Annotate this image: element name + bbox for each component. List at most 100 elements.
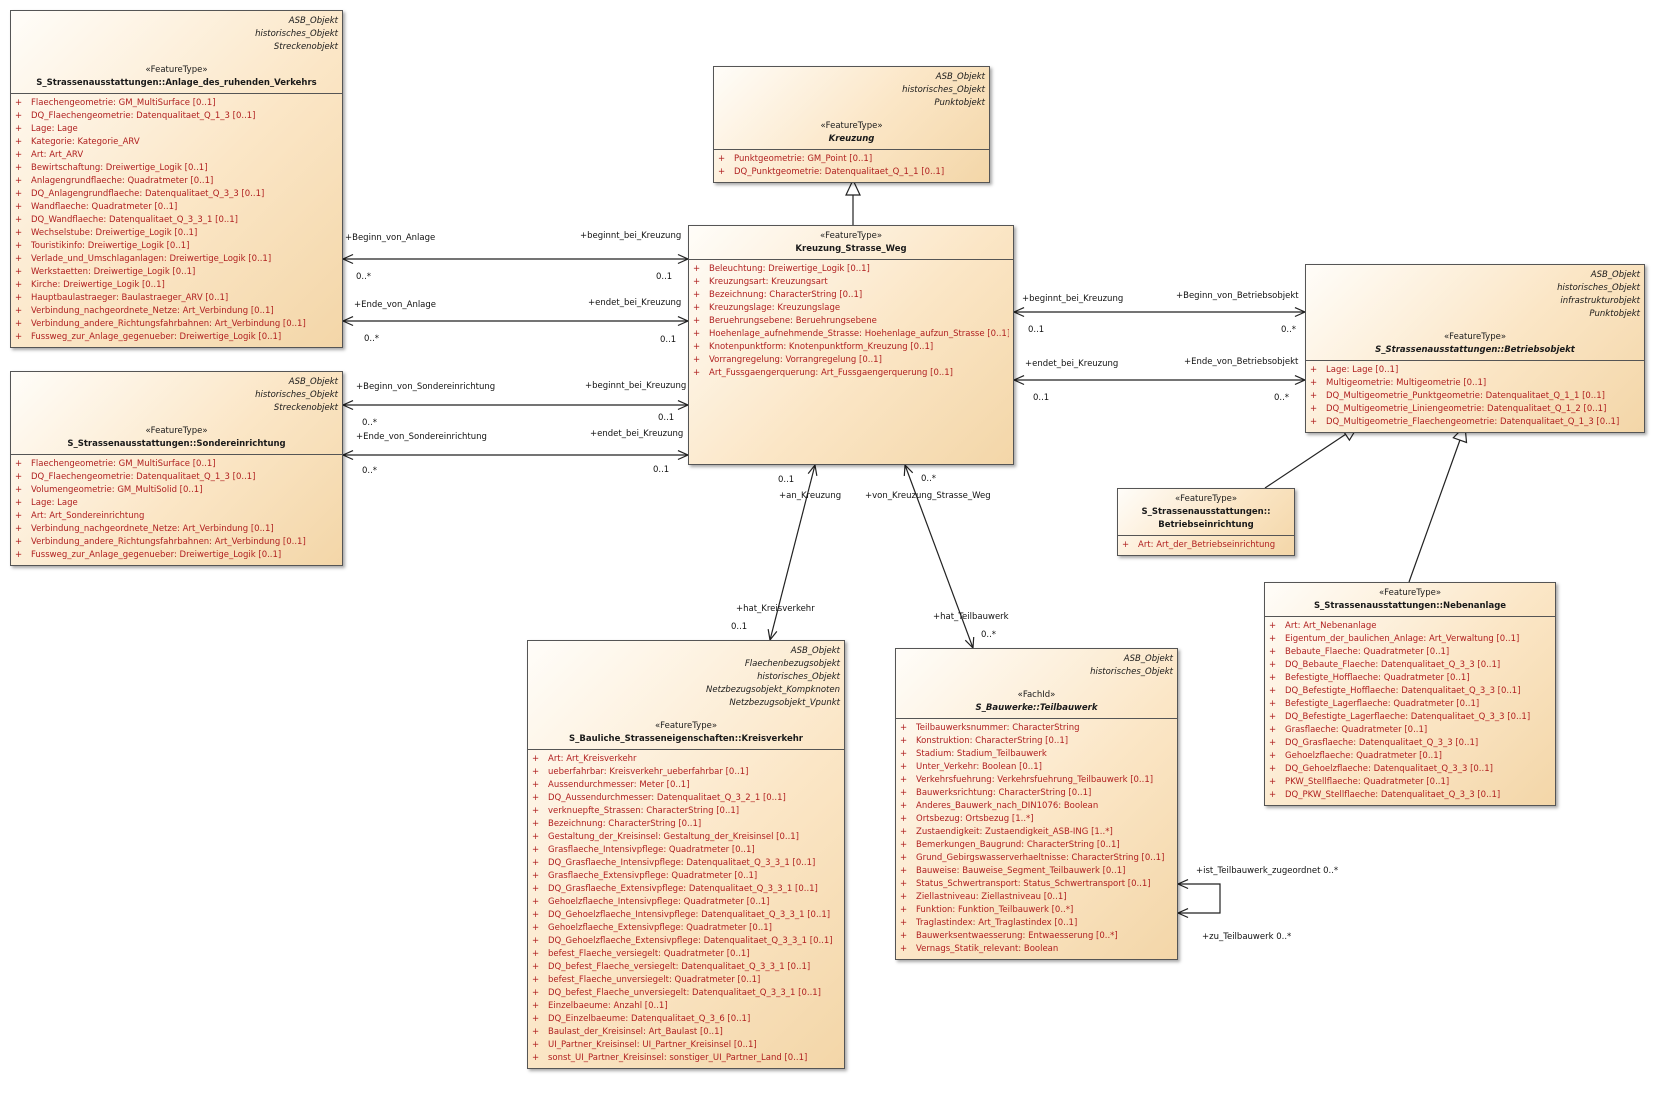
attribute-row[interactable]: +Bezeichnung: CharacterString [0..1] (532, 818, 840, 831)
attribute-row[interactable]: +DQ_Gehoelzflaeche_Intensivpflege: Daten… (532, 909, 840, 922)
attribute-row[interactable]: +DQ_Einzelbaeume: Datenqualitaet_Q_3_6 [… (532, 1013, 840, 1026)
attribute-row[interactable]: +DQ_Aussendurchmesser: Datenqualitaet_Q_… (532, 792, 840, 805)
attribute-row[interactable]: +Multigeometrie: Multigeometrie [0..1] (1310, 377, 1640, 390)
attribute-row[interactable]: +Stadium: Stadium_Teilbauwerk (900, 748, 1173, 761)
attribute-row[interactable]: +Teilbauwerksnummer: CharacterString (900, 722, 1173, 735)
attribute-row[interactable]: +DQ_befest_Flaeche_unversiegelt: Datenqu… (532, 987, 840, 1000)
attribute-row[interactable]: +Grund_Gebirgswasserverhaeltnisse: Chara… (900, 852, 1173, 865)
attribute-row[interactable]: +Fussweg_zur_Anlage_gegenueber: Dreiwert… (15, 331, 338, 344)
self-association-teilbauwerk[interactable] (1178, 883, 1221, 914)
attribute-row[interactable]: +Art: Art_der_Betriebseinrichtung (1122, 539, 1290, 552)
attribute-row[interactable]: +Verbindung_andere_Richtungsfahrbahnen: … (15, 536, 338, 549)
attribute-row[interactable]: +Flaechengeometrie: GM_MultiSurface [0..… (15, 97, 338, 110)
attribute-row[interactable]: +Flaechengeometrie: GM_MultiSurface [0..… (15, 458, 338, 471)
attribute-row[interactable]: +Knotenpunktform: Knotenpunktform_Kreuzu… (693, 341, 1009, 354)
attribute-row[interactable]: +Beruehrungsebene: Beruehrungsebene (693, 315, 1009, 328)
attribute-row[interactable]: +sonst_UI_Partner_Kreisinsel: sonstiger_… (532, 1052, 840, 1065)
attribute-row[interactable]: +Beleuchtung: Dreiwertige_Logik [0..1] (693, 263, 1009, 276)
attribute-row[interactable]: +Ortsbezug: Ortsbezug [1..*] (900, 813, 1173, 826)
attribute-row[interactable]: +Ziellastniveau: Ziellastniveau [0..1] (900, 891, 1173, 904)
attribute-row[interactable]: +Art_Fussgaengerquerung: Art_Fussgaenger… (693, 367, 1009, 380)
attribute-row[interactable]: +Grasflaeche_Intensivpflege: Quadratmete… (532, 844, 840, 857)
attribute-row[interactable]: +Art: Art_Nebenanlage (1269, 620, 1551, 633)
attribute-row[interactable]: +Gehoelzflaeche: Quadratmeter [0..1] (1269, 750, 1551, 763)
attribute-row[interactable]: +Gehoelzflaeche_Intensivpflege: Quadratm… (532, 896, 840, 909)
attribute-row[interactable]: +Art: Art_Sondereinrichtung (15, 510, 338, 523)
class-betriebseinrichtung[interactable]: «FeatureType»S_Strassenausstattungen::Be… (1117, 488, 1295, 556)
attribute-row[interactable]: +DQ_Wandflaeche: Datenqualitaet_Q_3_3_1 … (15, 214, 338, 227)
attribute-row[interactable]: +Bezeichnung: CharacterString [0..1] (693, 289, 1009, 302)
attribute-row[interactable]: +Eigentum_der_baulichen_Anlage: Art_Verw… (1269, 633, 1551, 646)
attribute-row[interactable]: +Status_Schwertransport: Status_Schwertr… (900, 878, 1173, 891)
attribute-row[interactable]: +Befestigte_Lagerflaeche: Quadratmeter [… (1269, 698, 1551, 711)
attribute-row[interactable]: +DQ_befest_Flaeche_versiegelt: Datenqual… (532, 961, 840, 974)
attribute-row[interactable]: +Gestaltung_der_Kreisinsel: Gestaltung_d… (532, 831, 840, 844)
attribute-row[interactable]: +Unter_Verkehr: Boolean [0..1] (900, 761, 1173, 774)
attribute-row[interactable]: +Verlade_und_Umschlaganlagen: Dreiwertig… (15, 253, 338, 266)
attribute-row[interactable]: +Funktion: Funktion_Teilbauwerk [0..*] (900, 904, 1173, 917)
attribute-row[interactable]: +DQ_Multigeometrie_Flaechengeometrie: Da… (1310, 416, 1640, 429)
attribute-row[interactable]: +UI_Partner_Kreisinsel: UI_Partner_Kreis… (532, 1039, 840, 1052)
attribute-row[interactable]: +DQ_Grasflaeche_Extensivpflege: Datenqua… (532, 883, 840, 896)
attribute-row[interactable]: +Vorrangregelung: Vorrangregelung [0..1] (693, 354, 1009, 367)
attribute-row[interactable]: +Kreuzungslage: Kreuzungslage (693, 302, 1009, 315)
attribute-row[interactable]: +Kategorie: Kategorie_ARV (15, 136, 338, 149)
attribute-row[interactable]: +Anderes_Bauwerk_nach_DIN1076: Boolean (900, 800, 1173, 813)
attribute-row[interactable]: +Bebaute_Flaeche: Quadratmeter [0..1] (1269, 646, 1551, 659)
attribute-row[interactable]: +DQ_Multigeometrie_Liniengeometrie: Date… (1310, 403, 1640, 416)
attribute-row[interactable]: +DQ_PKW_Stellflaeche: Datenqualitaet_Q_3… (1269, 789, 1551, 802)
attribute-row[interactable]: +Art: Art_ARV (15, 149, 338, 162)
attribute-row[interactable]: +Befestigte_Hofflaeche: Quadratmeter [0.… (1269, 672, 1551, 685)
attribute-row[interactable]: +Volumengeometrie: GM_MultiSolid [0..1] (15, 484, 338, 497)
attribute-row[interactable]: +DQ_Grasflaeche_Intensivpflege: Datenqua… (532, 857, 840, 870)
attribute-row[interactable]: +Bauweise: Bauweise_Segment_Teilbauwerk … (900, 865, 1173, 878)
association-teilbauwerk[interactable] (904, 464, 974, 649)
attribute-row[interactable]: +Aussendurchmesser: Meter [0..1] (532, 779, 840, 792)
attribute-row[interactable]: +Punktgeometrie: GM_Point [0..1] (718, 153, 985, 166)
attribute-row[interactable]: +DQ_Gehoelzflaeche: Datenqualitaet_Q_3_3… (1269, 763, 1551, 776)
attribute-row[interactable]: +Wandflaeche: Quadratmeter [0..1] (15, 201, 338, 214)
attribute-row[interactable]: +Bemerkungen_Baugrund: CharacterString [… (900, 839, 1173, 852)
attribute-row[interactable]: +Traglastindex: Art_Traglastindex [0..1] (900, 917, 1173, 930)
class-ksw[interactable]: «FeatureType»Kreuzung_Strasse_Weg+Beleuc… (688, 225, 1014, 465)
attribute-row[interactable]: +Art: Art_Kreisverkehr (532, 753, 840, 766)
attribute-row[interactable]: +Werkstaetten: Dreiwertige_Logik [0..1] (15, 266, 338, 279)
attribute-row[interactable]: +DQ_Befestigte_Hofflaeche: Datenqualitae… (1269, 685, 1551, 698)
attribute-row[interactable]: +DQ_Multigeometrie_Punktgeometrie: Daten… (1310, 390, 1640, 403)
attribute-row[interactable]: +Lage: Lage (15, 123, 338, 136)
attribute-row[interactable]: +Grasflaeche: Quadratmeter [0..1] (1269, 724, 1551, 737)
attribute-row[interactable]: +DQ_Befestigte_Lagerflaeche: Datenqualit… (1269, 711, 1551, 724)
attribute-row[interactable]: +ueberfahrbar: Kreisverkehr_ueberfahrbar… (532, 766, 840, 779)
association-kreisverkehr[interactable] (769, 464, 816, 641)
attribute-row[interactable]: +Bauwerksrichtung: CharacterString [0..1… (900, 787, 1173, 800)
attribute-row[interactable]: +Verbindung_nachgeordnete_Netze: Art_Ver… (15, 523, 338, 536)
class-nebenanlage[interactable]: «FeatureType»S_Strassenausstattungen::Ne… (1264, 582, 1556, 806)
attribute-row[interactable]: +Hauptbaulastraeger: Baulastraeger_ARV [… (15, 292, 338, 305)
attribute-row[interactable]: +Verbindung_nachgeordnete_Netze: Art_Ver… (15, 305, 338, 318)
attribute-row[interactable]: +Verkehrsfuehrung: Verkehrsfuehrung_Teil… (900, 774, 1173, 787)
attribute-row[interactable]: +DQ_Gehoelzflaeche_Extensivpflege: Daten… (532, 935, 840, 948)
attribute-row[interactable]: +Gehoelzflaeche_Extensivpflege: Quadratm… (532, 922, 840, 935)
attribute-row[interactable]: +verknuepfte_Strassen: CharacterString [… (532, 805, 840, 818)
attribute-row[interactable]: +Anlagengrundflaeche: Quadratmeter [0..1… (15, 175, 338, 188)
attribute-row[interactable]: +Hoehenlage_aufnehmende_Strasse: Hoehenl… (693, 328, 1009, 341)
attribute-row[interactable]: +Wechselstube: Dreiwertige_Logik [0..1] (15, 227, 338, 240)
attribute-row[interactable]: +Lage: Lage [0..1] (1310, 364, 1640, 377)
attribute-row[interactable]: +Lage: Lage (15, 497, 338, 510)
attribute-row[interactable]: +PKW_Stellflaeche: Quadratmeter [0..1] (1269, 776, 1551, 789)
attribute-row[interactable]: +DQ_Bebaute_Flaeche: Datenqualitaet_Q_3_… (1269, 659, 1551, 672)
attribute-row[interactable]: +DQ_Grasflaeche: Datenqualitaet_Q_3_3 [0… (1269, 737, 1551, 750)
attribute-row[interactable]: +Kirche: Dreiwertige_Logik [0..1] (15, 279, 338, 292)
attribute-row[interactable]: +Baulast_der_Kreisinsel: Art_Baulast [0.… (532, 1026, 840, 1039)
attribute-row[interactable]: +befest_Flaeche_unversiegelt: Quadratmet… (532, 974, 840, 987)
attribute-row[interactable]: +Vernags_Statik_relevant: Boolean (900, 943, 1173, 956)
attribute-row[interactable]: +Einzelbaeume: Anzahl [0..1] (532, 1000, 840, 1013)
attribute-row[interactable]: +Fussweg_zur_Anlage_gegenueber: Dreiwert… (15, 549, 338, 562)
generalization-nebenanlage[interactable] (1408, 439, 1461, 583)
attribute-row[interactable]: +DQ_Punktgeometrie: Datenqualitaet_Q_1_1… (718, 166, 985, 179)
attribute-row[interactable]: +DQ_Anlagengrundflaeche: Datenqualitaet_… (15, 188, 338, 201)
